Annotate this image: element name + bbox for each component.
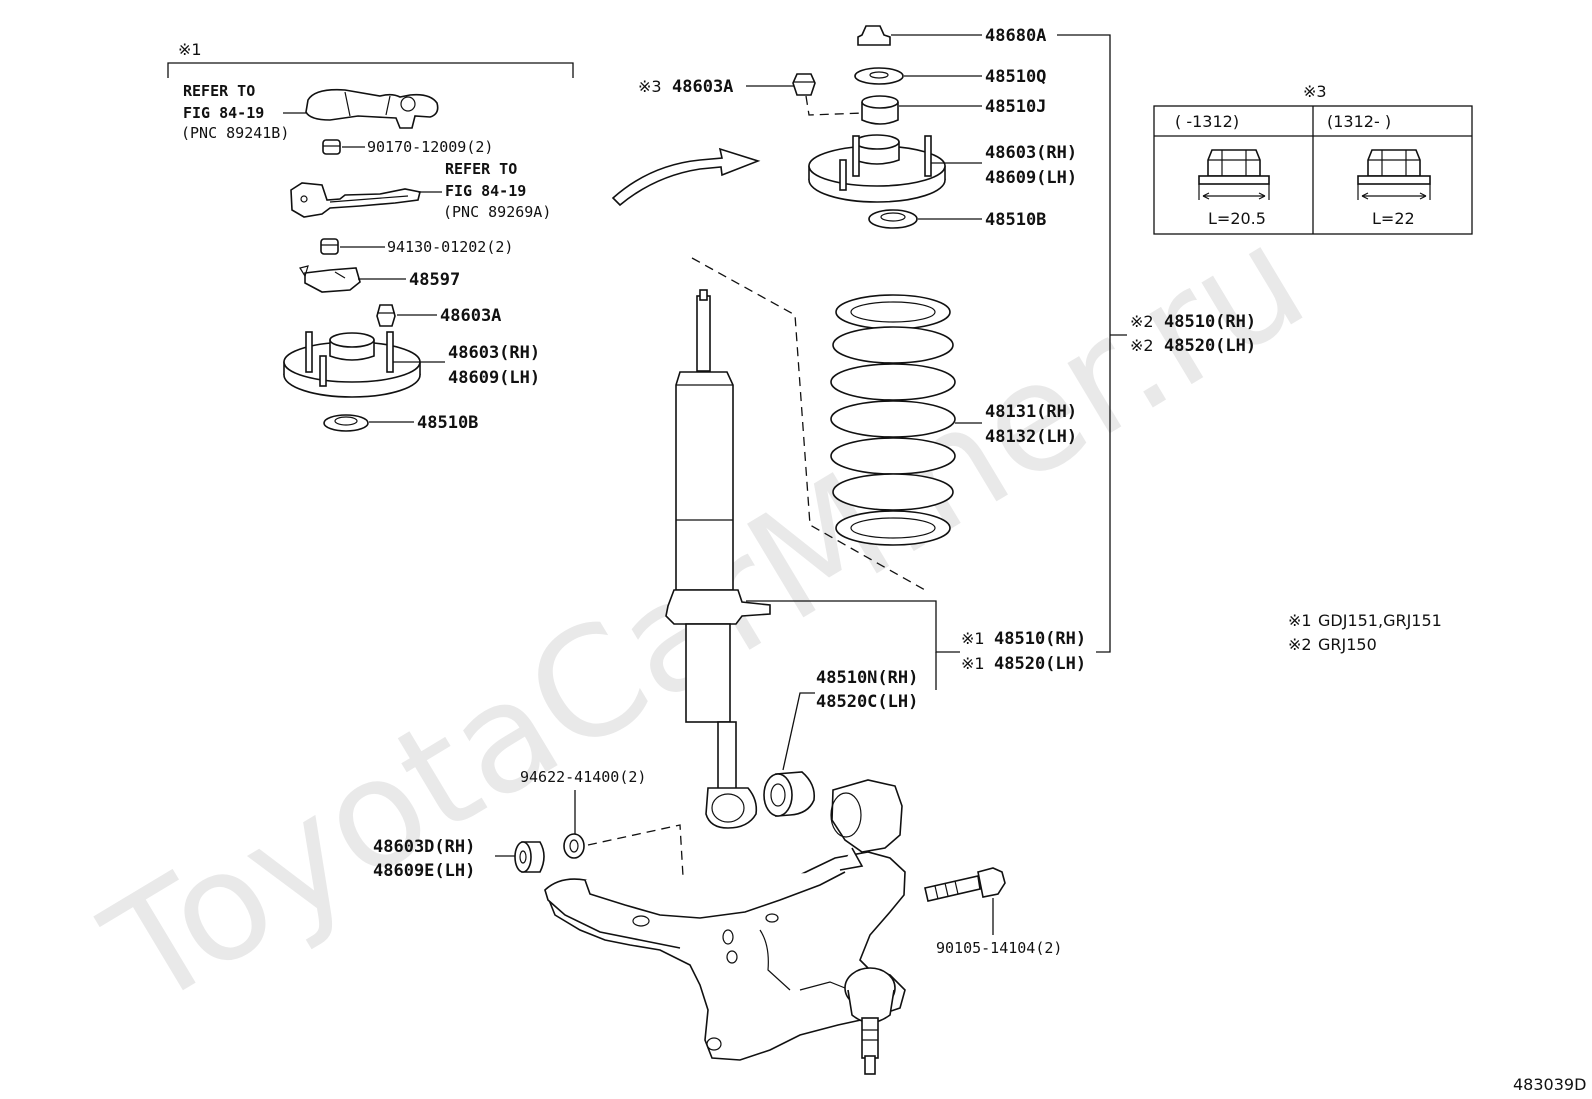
refer-a-line3: (PNC 89241B): [181, 124, 289, 142]
refer-b-line3: (PNC 89269A): [443, 203, 551, 221]
label-asm2-rh-mark: ※2: [1130, 312, 1154, 331]
label-asm2-rh: 48510(RH): [1164, 312, 1256, 332]
label-asm1-rh-mark: ※1: [961, 629, 985, 648]
label-48603A-inset: 48603A: [440, 306, 501, 326]
spring-seat-icon: [323, 414, 369, 432]
label-90105: 90105-14104(2): [936, 939, 1062, 957]
label-bush-rh: 48510N(RH): [816, 668, 918, 688]
label-asm2-lh-mark: ※2: [1130, 336, 1154, 355]
table-length-2: L=22: [1372, 209, 1415, 228]
nut-length-table: ※3 ( -1312) (1312- ) L=20.5: [1153, 82, 1473, 235]
arrow-icon: [611, 147, 761, 207]
coil-spring-icon: [830, 294, 956, 546]
refer-b-line1: REFER TO: [445, 160, 517, 178]
upper-stack: 48680A ※3 48603A 48510Q 48510J: [638, 25, 1111, 653]
washer-icon: [563, 833, 585, 859]
label-48603A-mark: ※3: [638, 77, 662, 96]
flange-nut-icon: [1357, 149, 1431, 200]
figure-code: 483039D: [1513, 1075, 1586, 1094]
spring-seat-icon: [868, 209, 918, 229]
table-header-2: (1312- ): [1327, 112, 1391, 131]
label-48609lh-main: 48609(LH): [985, 168, 1077, 188]
flange-nut-icon: [1198, 149, 1270, 200]
note-1-text: GDJ151,GRJ151: [1318, 611, 1442, 630]
label-asm2-lh: 48520(LH): [1164, 336, 1256, 356]
label-48603rh-inset: 48603(RH): [448, 343, 540, 363]
bushing-icon: [861, 95, 899, 125]
note-2-mark: ※2: [1288, 635, 1312, 654]
label-bush-lh: 48520C(LH): [816, 692, 918, 712]
table-length-1: L=20.5: [1208, 209, 1266, 228]
upper-mount-icon: [283, 331, 421, 398]
label-94130: 94130-01202(2): [387, 238, 513, 256]
nut-icon: [376, 304, 396, 327]
label-48603D: 48603D(RH): [373, 837, 475, 857]
nut-icon: [322, 139, 341, 155]
sensor-link-icon: [290, 182, 421, 218]
nut-icon: [320, 238, 339, 255]
bolt-icon: [924, 867, 1006, 902]
label-48597: 48597: [409, 270, 460, 290]
label-48510B-inset: 48510B: [417, 413, 478, 433]
label-asm1-lh-mark: ※1: [961, 654, 985, 673]
label-48603A: 48603A: [672, 77, 733, 97]
note-1-mark: ※1: [1288, 611, 1312, 630]
upper-mount-icon: [808, 134, 946, 203]
label-asm1-lh: 48520(LH): [994, 654, 1086, 674]
label-spring-lh: 48132(LH): [985, 427, 1077, 447]
label-spring-rh: 48131(RH): [985, 402, 1077, 422]
bracket-icon: [299, 265, 361, 293]
label-48609E: 48609E(LH): [373, 861, 475, 881]
label-48680A: 48680A: [985, 26, 1046, 46]
refer-b-line2: FIG 84-19: [445, 182, 526, 200]
nut-icon: [792, 73, 816, 96]
table-header-1: ( -1312): [1175, 112, 1239, 131]
bushing-icon: [514, 841, 545, 873]
inset-group: ※1 REFER TO FIG 84-19 (PNC 89241B) 90170…: [167, 40, 574, 433]
label-48609lh-inset: 48609(LH): [448, 368, 540, 388]
label-90170: 90170-12009(2): [367, 138, 493, 156]
washer-icon: [854, 67, 904, 85]
inset-marker: ※1: [178, 40, 202, 59]
refer-a-line2: FIG 84-19: [183, 104, 264, 122]
note-2-text: GRJ150: [1318, 635, 1377, 654]
refer-a-line1: REFER TO: [183, 82, 255, 100]
table-marker: ※3: [1303, 82, 1327, 101]
notes: ※1 GDJ151,GRJ151 ※2 GRJ150: [1288, 611, 1442, 654]
bushing-icon: [763, 771, 816, 817]
label-asm1-rh: 48510(RH): [994, 629, 1086, 649]
lower-control-arm-icon: [544, 779, 906, 1061]
ball-joint-icon: [844, 967, 896, 1075]
label-48510Q: 48510Q: [985, 67, 1046, 87]
label-48603rh-main: 48603(RH): [985, 143, 1077, 163]
label-48510J: 48510J: [985, 97, 1046, 117]
cap-nut-icon: [857, 25, 891, 46]
shock-absorber-icon: [665, 289, 771, 829]
height-sensor-icon: [305, 88, 439, 129]
label-48510B-main: 48510B: [985, 210, 1046, 230]
label-94622: 94622-41400(2): [520, 768, 646, 786]
